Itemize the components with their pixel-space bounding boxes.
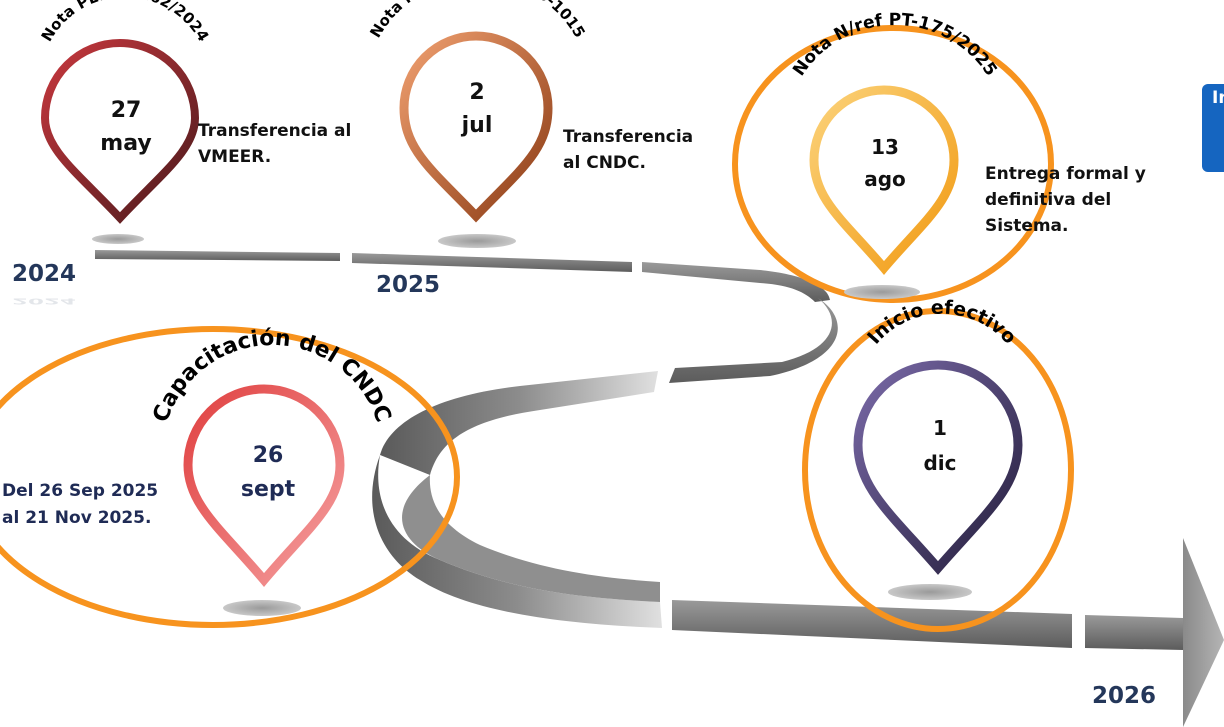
svg-text:sept: sept <box>241 477 296 502</box>
pin-shadow <box>92 234 144 244</box>
svg-text:2025: 2025 <box>376 272 440 298</box>
svg-text:Transferencia al: Transferencia al <box>198 121 351 141</box>
svg-text:jul: jul <box>461 113 493 138</box>
svg-text:Nota PEERR-162/2024: Nota PEERR-162/2024 <box>38 0 213 45</box>
map-pin-icon <box>809 85 959 275</box>
svg-text:dic: dic <box>923 451 956 475</box>
milestone-jul: 2 jul Nota MHE-VMEER/2025-1015 Transfere… <box>366 0 693 248</box>
svg-text:Inicio efectivo: Inicio efectivo <box>863 297 1020 349</box>
svg-text:definitiva del: definitiva del <box>985 190 1111 210</box>
pin-shadow <box>223 600 301 616</box>
milestone-sept: 26 sept Capacitación del CNDC Del 26 Sep… <box>2 326 395 616</box>
milestone-may: 27 may Nota PEERR-162/2024 Transferencia… <box>38 0 351 244</box>
svg-text:Entrega formal y: Entrega formal y <box>985 164 1146 184</box>
highlight-ring-sept <box>0 326 460 628</box>
svg-text:2: 2 <box>469 80 484 105</box>
svg-text:may: may <box>100 131 151 156</box>
map-pin-icon <box>40 39 200 224</box>
pin-shadow <box>888 584 972 600</box>
arrow-head <box>1183 538 1224 727</box>
highlight-ring-dic <box>802 308 1074 632</box>
svg-text:Del 26 Sep 2025: Del 26 Sep 2025 <box>2 481 158 501</box>
svg-text:1: 1 <box>933 416 947 440</box>
svg-text:Transferencia: Transferencia <box>563 127 693 147</box>
side-tab[interactable]: In <box>1202 84 1224 172</box>
svg-text:26: 26 <box>253 443 284 468</box>
svg-text:13: 13 <box>871 135 899 159</box>
svg-text:VMEER.: VMEER. <box>198 147 271 167</box>
svg-text:27: 27 <box>111 98 142 123</box>
year-2024-label: 2024 2024 <box>12 261 76 306</box>
svg-text:2026: 2026 <box>1092 683 1156 709</box>
svg-text:ago: ago <box>864 167 906 191</box>
svg-text:Capacitación del CNDC: Capacitación del CNDC <box>149 326 396 426</box>
pin-shadow <box>438 234 516 248</box>
year-2026-label: 2026 <box>1092 683 1156 709</box>
svg-text:al CNDC.: al CNDC. <box>563 153 646 173</box>
svg-text:al 21 Nov 2025.: al 21 Nov 2025. <box>2 508 151 528</box>
milestone-ago: 13 ago Nota N/ref PT-175/2025 Entrega fo… <box>789 10 1146 299</box>
svg-text:2024: 2024 <box>12 296 76 305</box>
timeline-road <box>95 250 1224 727</box>
svg-text:2024: 2024 <box>12 261 76 287</box>
svg-text:Sistema.: Sistema. <box>985 216 1069 236</box>
map-pin-icon <box>853 360 1023 575</box>
year-2025-label: 2025 <box>376 272 440 298</box>
highlight-ring-ago <box>732 25 1054 303</box>
side-tab-label: In <box>1212 88 1224 108</box>
milestone-dic: 1 dic Inicio efectivo <box>853 297 1023 600</box>
map-pin-icon <box>183 384 345 587</box>
pin-shadow <box>844 285 920 299</box>
map-pin-icon <box>399 31 553 223</box>
